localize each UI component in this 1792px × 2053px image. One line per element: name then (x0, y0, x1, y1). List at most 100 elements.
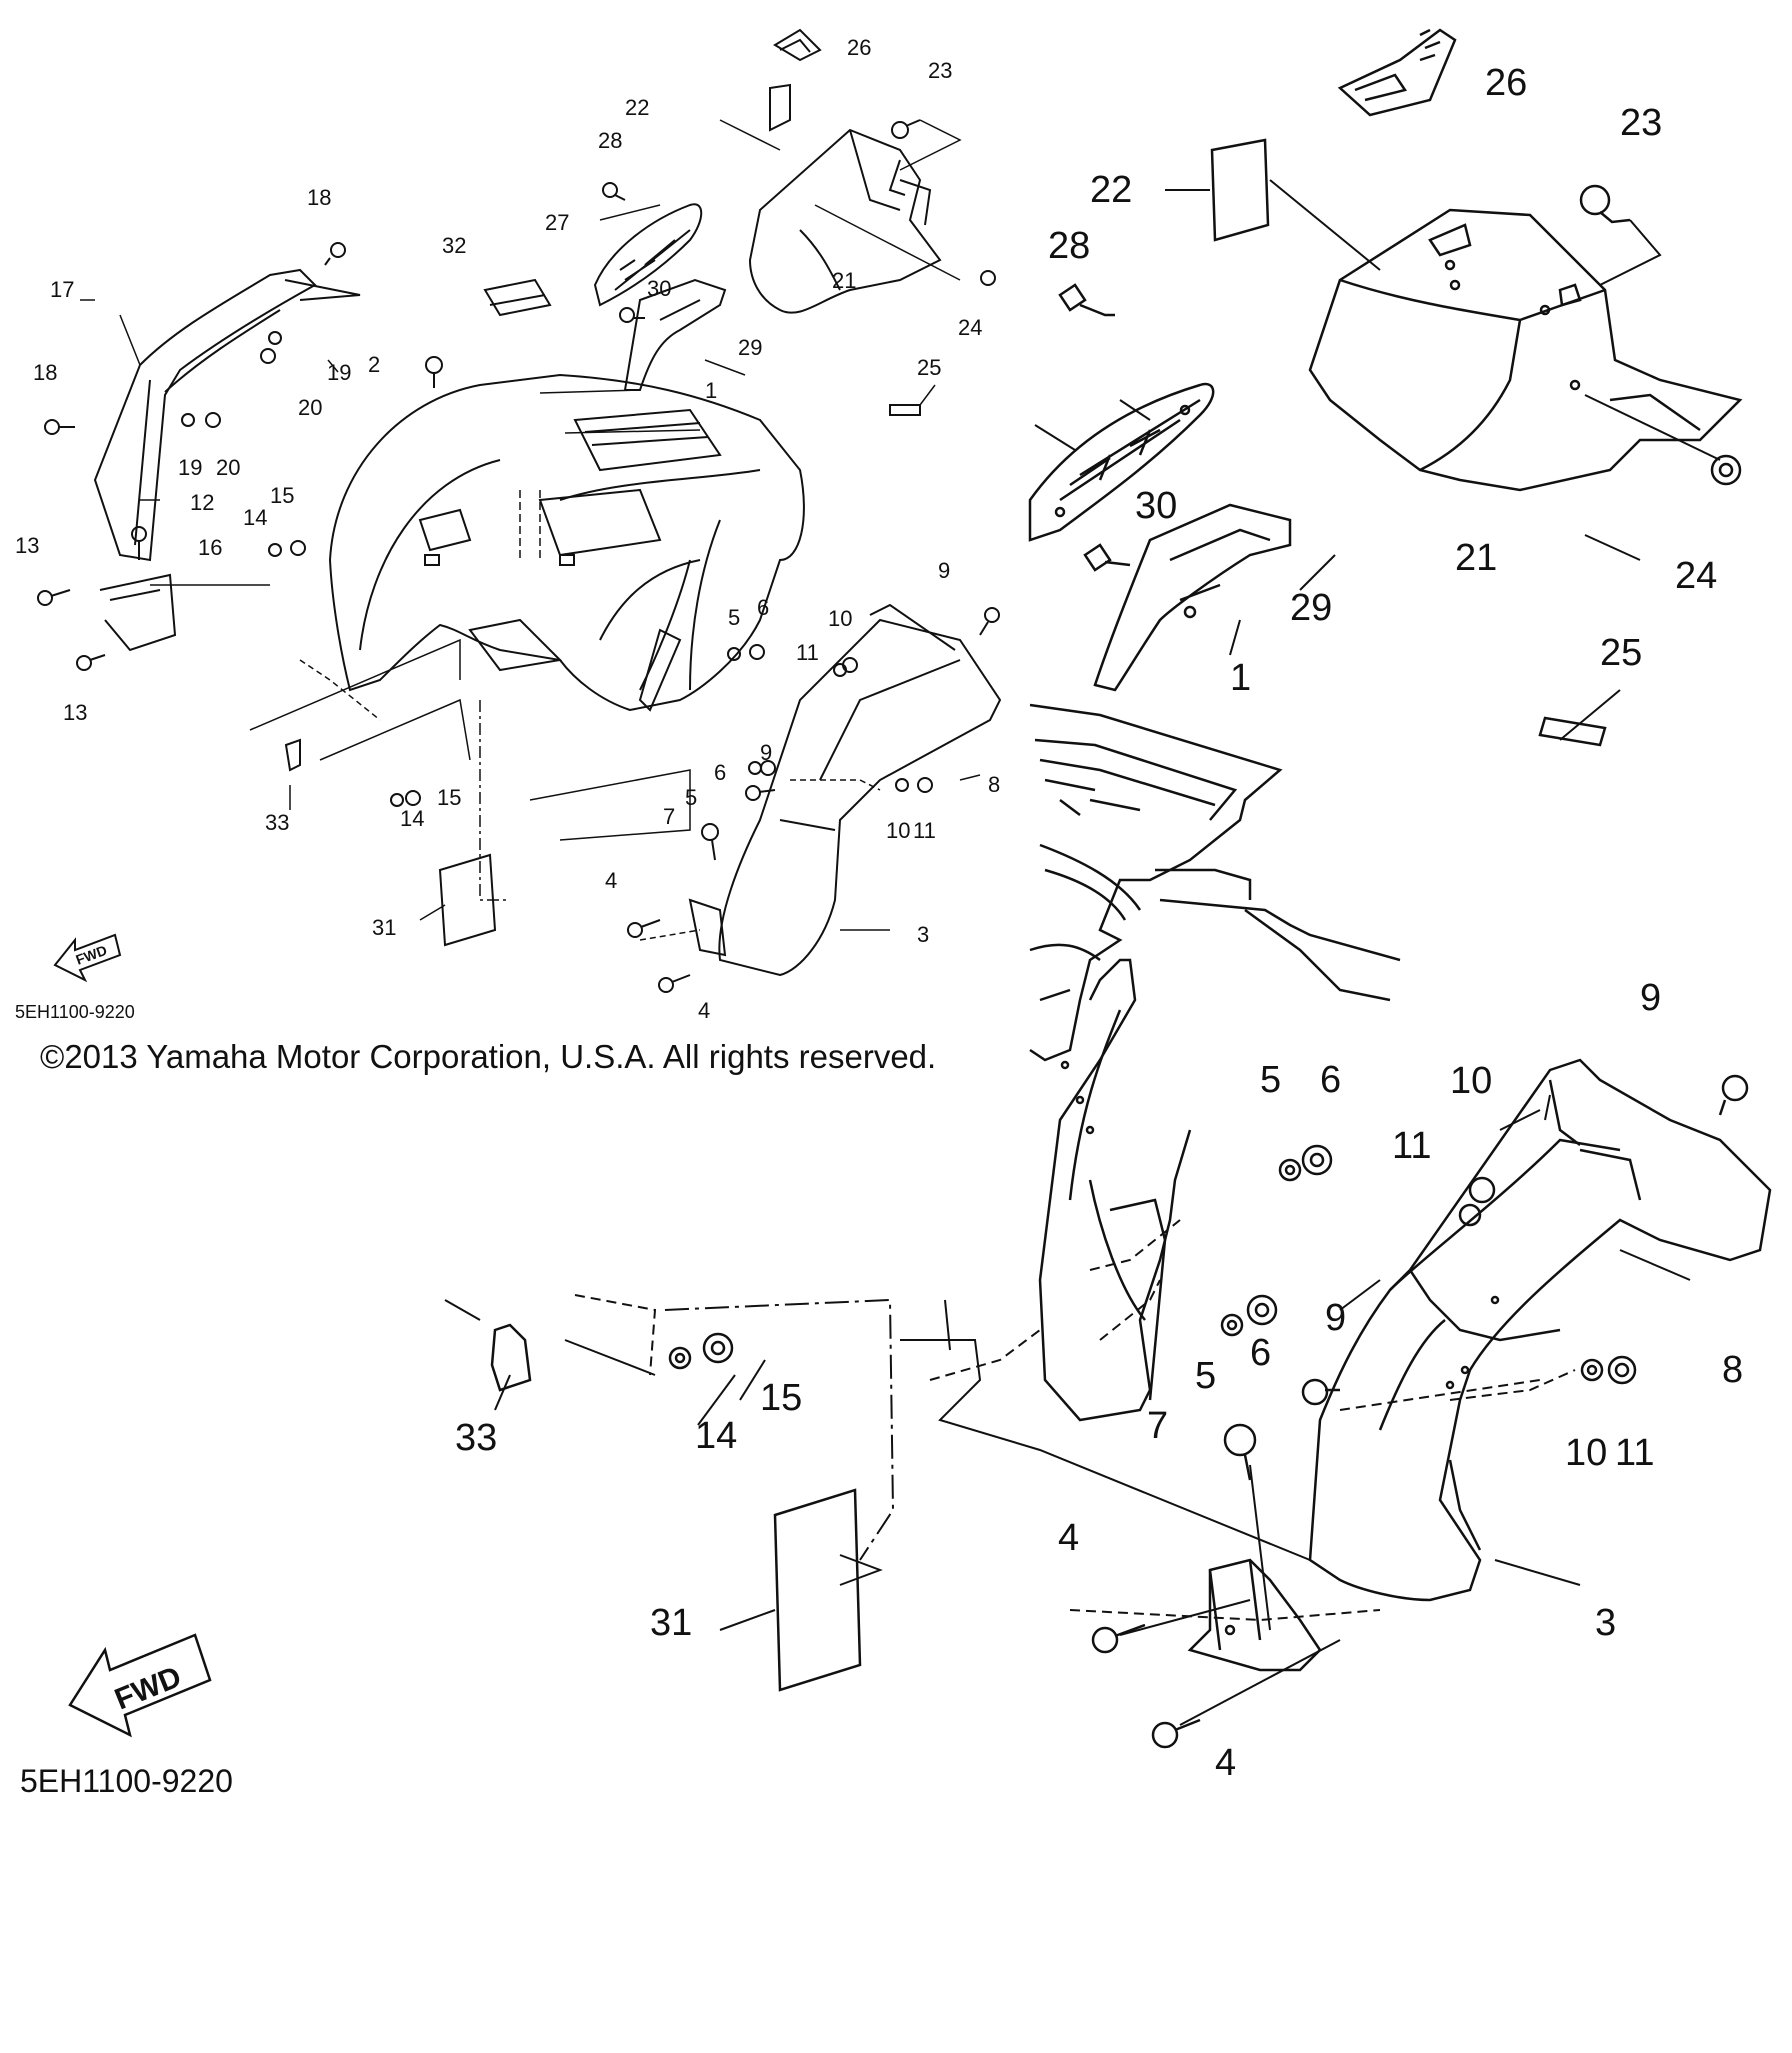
label-small-26: 26 (847, 35, 871, 60)
label-10b: 10 (1565, 1432, 1607, 1474)
label-small-2: 2 (368, 352, 380, 377)
label-small-20b: 20 (216, 455, 240, 480)
label-small-13b: 13 (63, 700, 87, 725)
pad-26-small (773, 28, 822, 62)
label-8: 8 (1722, 1349, 1743, 1391)
mount-bracket-detail (1187, 1558, 1322, 1672)
label-small-27: 27 (545, 210, 569, 235)
decal-33-small (284, 738, 301, 772)
label-small-15b: 15 (437, 785, 461, 810)
fasteners-detail (668, 184, 1749, 1749)
leaders-small (80, 119, 981, 941)
bracket-part (623, 278, 727, 391)
bracket-29 (1093, 503, 1292, 692)
label-1: 1 (1230, 657, 1251, 699)
label-small-13a: 13 (15, 533, 39, 558)
label-small-10a: 10 (828, 606, 852, 631)
label-29: 29 (1290, 587, 1332, 629)
label-5b: 5 (1195, 1355, 1216, 1397)
label-6b: 6 (1250, 1332, 1271, 1374)
label-small-32: 32 (442, 233, 466, 258)
fwd-arrow: FWD (68, 1633, 212, 1738)
label-small-17: 17 (50, 277, 74, 302)
label-11b: 11 (1615, 1432, 1654, 1474)
pad-26-ribs (1419, 28, 1441, 62)
decal-31 (773, 1488, 862, 1692)
pad-25-small (889, 404, 921, 416)
side-plate-27 (1028, 382, 1215, 542)
label-30: 30 (1135, 485, 1177, 527)
label-14: 14 (695, 1415, 737, 1457)
label-small-25: 25 (917, 355, 941, 380)
label-small-19a: 19 (327, 360, 351, 385)
part-code-small: 5EH1100-9220 (15, 1002, 135, 1022)
detail-diagram: FWD 1 3 4 4 5 5 6 6 7 8 9 9 10 10 11 11 … (20, 28, 1772, 1799)
decal-33 (490, 1323, 532, 1392)
decal-22 (1210, 138, 1270, 242)
right-fender-panel (688, 603, 1002, 977)
label-small-31: 31 (372, 915, 396, 940)
label-9b: 9 (1325, 1297, 1346, 1339)
copyright-notice: ©2013 Yamaha Motor Corporation, U.S.A. A… (40, 1038, 936, 1075)
label-small-4b: 4 (698, 998, 710, 1023)
label-small-5a: 5 (728, 605, 740, 630)
label-small-22: 22 (625, 95, 649, 120)
label-small-9b: 9 (760, 740, 772, 765)
label-4b: 4 (1215, 1742, 1236, 1784)
side-fender-detail (1038, 958, 1192, 1422)
right-fender-detail (1308, 1058, 1772, 1602)
leaders-detail (444, 179, 1721, 1726)
label-small-4a: 4 (605, 868, 617, 893)
label-small-5b: 5 (685, 785, 697, 810)
label-28: 28 (1048, 225, 1090, 267)
fwd-label: FWD (110, 1660, 186, 1716)
rear-fender-detail (1029, 703, 1401, 1062)
label-small-6a: 6 (757, 595, 769, 620)
label-small-8: 8 (988, 772, 1000, 797)
label-small-30: 30 (647, 276, 671, 301)
label-small-16: 16 (198, 535, 222, 560)
label-26: 26 (1485, 62, 1527, 104)
fender-cover-21 (1308, 208, 1743, 492)
label-small-20a: 20 (298, 395, 322, 420)
label-24: 24 (1675, 555, 1717, 597)
label-11a: 11 (1392, 1125, 1431, 1167)
label-9a: 9 (1640, 977, 1661, 1019)
label-3: 3 (1595, 1602, 1616, 1644)
side-plate-part (593, 203, 703, 307)
decal-22-small (769, 83, 791, 132)
label-small-15a: 15 (270, 483, 294, 508)
fasteners-small (37, 119, 1000, 993)
label-small-18a: 18 (307, 185, 331, 210)
label-small-11a: 11 (796, 640, 819, 665)
part-code: 5EH1100-9220 (20, 1763, 233, 1799)
label-31: 31 (650, 1602, 692, 1644)
fwd-arrow-small: FWD (53, 933, 122, 983)
label-small-23: 23 (928, 58, 952, 83)
label-small-14a: 14 (243, 505, 267, 530)
pad-25 (1538, 716, 1607, 747)
label-small-14b: 14 (400, 806, 424, 831)
label-21: 21 (1455, 537, 1497, 579)
label-7: 7 (1147, 1405, 1168, 1447)
overview-diagram: FWD 1 2 3 4 4 5 5 6 6 7 8 9 9 10 10 11 1… (15, 28, 1002, 1023)
label-15: 15 (760, 1377, 802, 1419)
label-small-24: 24 (958, 315, 982, 340)
label-small-10b: 10 (886, 818, 910, 843)
fender-cover-part (748, 128, 942, 314)
label-small-9a: 9 (938, 558, 950, 583)
label-22: 22 (1090, 169, 1132, 211)
label-small-19b: 19 (178, 455, 202, 480)
decal-32-small (483, 278, 552, 317)
decal-31-small (438, 853, 497, 947)
label-25: 25 (1600, 632, 1642, 674)
rear-fender-part (328, 373, 805, 712)
label-small-3: 3 (917, 922, 929, 947)
label-small-12: 12 (190, 490, 214, 515)
label-10a: 10 (1450, 1060, 1492, 1102)
label-small-33: 33 (265, 810, 289, 835)
label-small-11b: 11 (913, 818, 936, 843)
label-6a: 6 (1320, 1059, 1341, 1101)
